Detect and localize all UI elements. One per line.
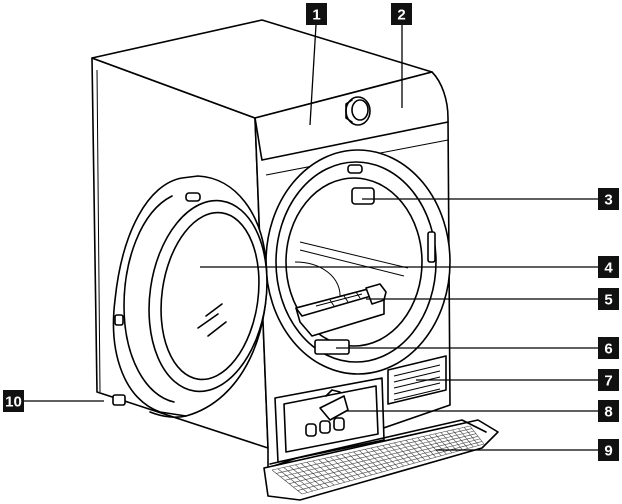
callout-label: 10	[5, 394, 22, 411]
grid-line	[284, 433, 477, 481]
grid-line	[388, 443, 410, 465]
grid-line	[277, 468, 308, 493]
grid-line	[293, 438, 481, 488]
cover-lever[interactable]	[319, 395, 349, 421]
grid-line	[359, 450, 383, 473]
leader-1	[309, 24, 317, 126]
callout-6: 6	[598, 337, 619, 359]
grid-line	[271, 469, 303, 495]
callout-label: 5	[604, 292, 612, 309]
grid-line	[283, 467, 313, 492]
grid-line	[312, 460, 340, 484]
open-door[interactable]	[112, 175, 279, 418]
side-edge	[96, 69, 101, 393]
grid-line	[341, 454, 367, 477]
grid-line	[289, 435, 479, 485]
grid-line	[429, 434, 447, 455]
grid-line	[318, 459, 346, 483]
grid-line	[458, 428, 474, 448]
heat-exchanger-cover	[274, 377, 385, 463]
grid-line	[440, 432, 458, 452]
grid-line	[324, 458, 351, 481]
grid-line	[376, 446, 399, 468]
callout-1: 1	[306, 3, 327, 25]
drum-opening	[265, 149, 451, 375]
callout-label: 2	[397, 7, 405, 24]
grid-line	[301, 443, 485, 495]
grid-line	[306, 462, 335, 486]
callout-3: 3	[598, 188, 619, 210]
grid-line	[353, 451, 378, 474]
grid-line	[411, 438, 431, 459]
grid-line	[289, 465, 319, 490]
grid-line	[295, 464, 324, 489]
grid-line	[423, 436, 442, 456]
leader-lines	[24, 24, 598, 451]
rating-plate	[314, 339, 350, 355]
cover-knob[interactable]	[305, 423, 317, 437]
grid-line	[300, 463, 329, 487]
callout-label: 4	[604, 260, 613, 277]
grid-line	[463, 427, 479, 446]
grid-line	[271, 425, 471, 471]
foot	[112, 394, 126, 406]
callout-label: 7	[604, 373, 612, 390]
callout-2: 2	[391, 3, 412, 25]
callout-label: 6	[604, 341, 612, 358]
callout-label: 1	[312, 7, 320, 24]
grid-line	[335, 455, 362, 479]
callout-5: 5	[598, 288, 619, 310]
cover-knob[interactable]	[319, 420, 331, 434]
grid-line	[276, 428, 473, 474]
grid-line	[370, 447, 394, 470]
grid-line	[394, 442, 415, 464]
grid-line	[280, 430, 475, 478]
grid-line	[405, 440, 426, 461]
door-handle[interactable]	[185, 192, 201, 202]
grid-line	[364, 449, 388, 471]
grid-line	[382, 445, 404, 467]
program-knob[interactable]	[345, 96, 371, 126]
callout-7: 7	[598, 369, 619, 391]
grid-line	[347, 452, 372, 476]
grid-line	[330, 456, 356, 480]
door-hinge-mark	[114, 314, 124, 326]
control-panel-bottom	[261, 121, 449, 161]
grid-line	[446, 430, 463, 451]
callout-10: 10	[3, 390, 24, 412]
cover-knob[interactable]	[333, 417, 345, 431]
grid-line	[469, 425, 485, 445]
drum-light	[351, 187, 375, 205]
callout-8: 8	[598, 400, 619, 422]
grid-line	[417, 437, 437, 458]
grid-line	[399, 441, 420, 462]
callout-label: 3	[604, 192, 612, 209]
latch-hole	[347, 164, 363, 174]
callout-label: 8	[604, 404, 612, 421]
drum-rib	[299, 241, 409, 269]
drum-seal-mark	[427, 231, 436, 263]
control-panel-top-edge	[254, 117, 263, 161]
callout-label: 9	[604, 443, 612, 460]
grid-line	[452, 429, 469, 449]
plinth-flap[interactable]	[263, 419, 499, 501]
callout-9: 9	[598, 439, 619, 461]
callout-4: 4	[598, 256, 619, 278]
